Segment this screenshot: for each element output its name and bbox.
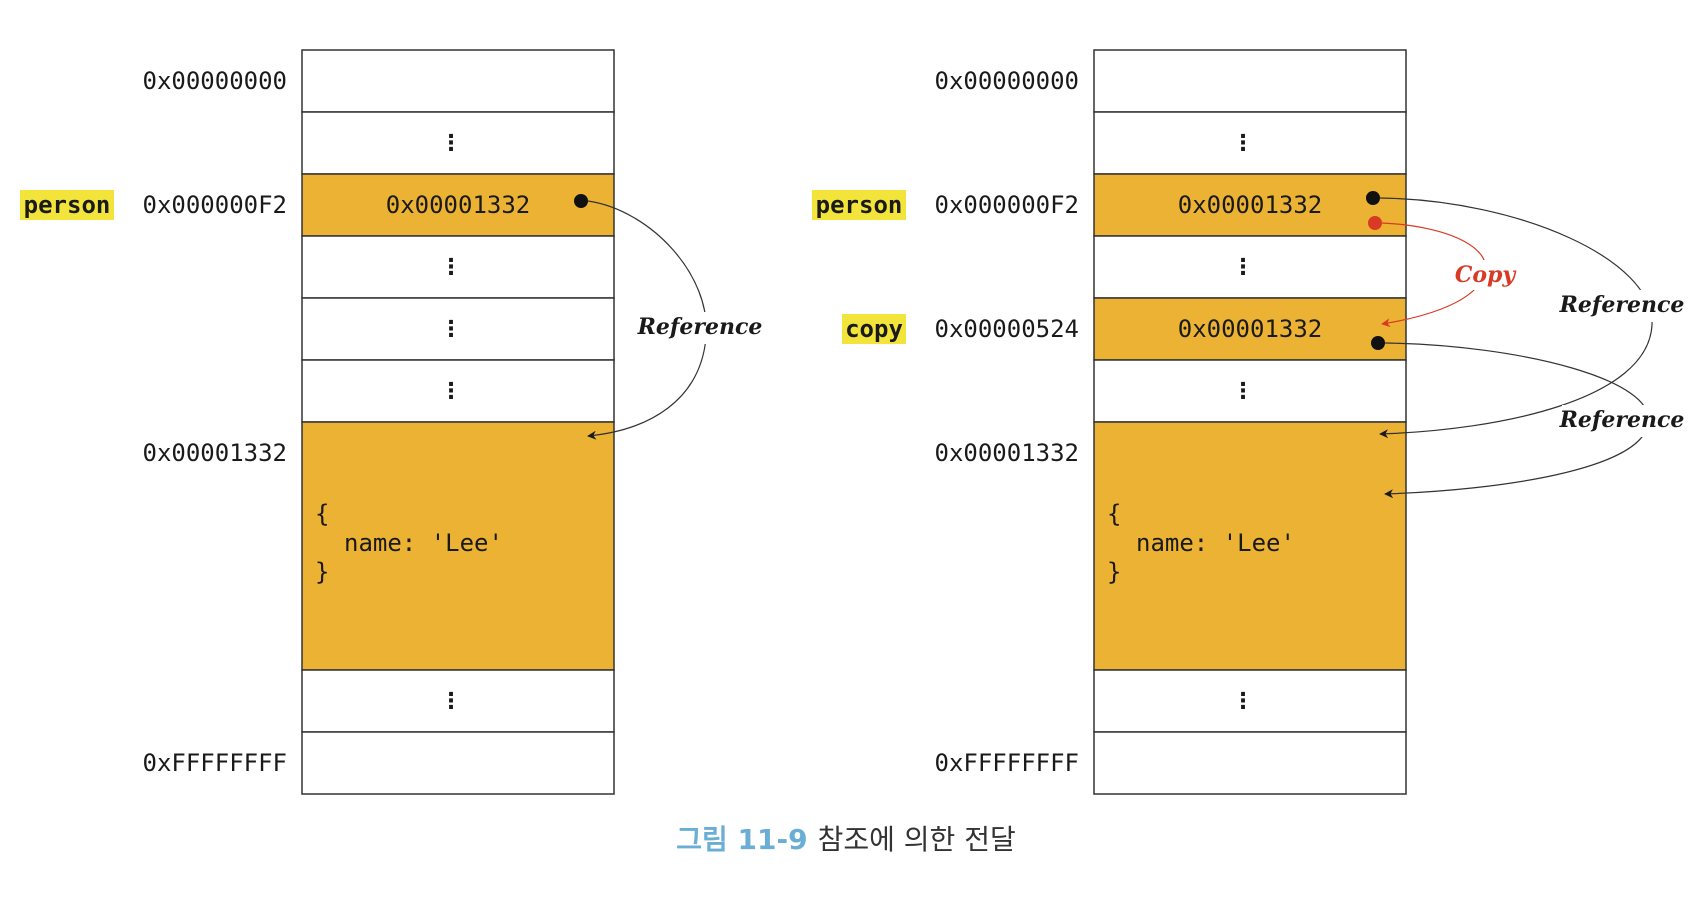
figure-number: 그림 11-9 [676, 823, 808, 856]
address-label-object: 0x00001332 [935, 439, 1080, 467]
copy-source-dot [1368, 216, 1382, 230]
cell-value-person: 0x00001332 [1178, 191, 1323, 219]
ellipsis-dots: ⋮ [440, 255, 462, 280]
figure-title: 참조에 의한 전달 [817, 823, 1016, 856]
address-label-person: 0x000000F2 [935, 191, 1080, 219]
ellipsis-dots: ⋮ [1232, 689, 1254, 714]
ellipsis-dots: ⋮ [1232, 255, 1254, 280]
variable-name-copy: copy [845, 315, 903, 343]
address-label-object: 0x00001332 [143, 439, 288, 467]
address-label-start: 0x00000000 [935, 67, 1080, 95]
ellipsis-dots: ⋮ [440, 379, 462, 404]
address-label-start: 0x00000000 [143, 67, 288, 95]
object-code-close: } [1107, 558, 1121, 586]
memory-cell-gap [1093, 235, 1407, 299]
ellipsis-dots: ⋮ [440, 317, 462, 342]
reference-label: Reference [637, 314, 763, 340]
ellipsis-dots: ⋮ [440, 689, 462, 714]
address-label-copy: 0x00000524 [935, 315, 1080, 343]
variable-name-person: person [24, 191, 111, 219]
variable-highlight [812, 190, 906, 220]
memory-cell-gap [301, 111, 615, 175]
memory-cell-object [1093, 421, 1407, 671]
memory-cell-gap [301, 235, 615, 299]
address-label-person: 0x000000F2 [143, 191, 288, 219]
memory-cell-end [301, 731, 615, 795]
memory-cell-gap [1093, 111, 1407, 175]
variable-name-person: person [816, 191, 903, 219]
reference-label-copy: Reference [1559, 407, 1685, 433]
memory-cell-end [1093, 731, 1407, 795]
ellipsis-dots: ⋮ [440, 131, 462, 156]
figure-caption: 그림 11-9 참조에 의한 전달 [0, 818, 1692, 858]
ellipsis-dots: ⋮ [1232, 379, 1254, 404]
reference-label-person: Reference [1559, 292, 1685, 318]
ellipsis-dots: ⋮ [1232, 131, 1254, 156]
object-code-body: name: 'Lee' [344, 529, 503, 557]
address-label-end: 0xFFFFFFFF [935, 749, 1080, 777]
reference-arrow-person [1379, 197, 1653, 439]
cell-value-person: 0x00001332 [386, 191, 531, 219]
variable-highlight [20, 190, 114, 220]
memory-cell-start [1093, 49, 1407, 113]
object-code-open: { [1107, 500, 1121, 528]
pointer-dot [1366, 191, 1380, 205]
object-code-body: name: 'Lee' [1136, 529, 1295, 557]
memory-cell-object [301, 421, 615, 671]
right-memory-panel: ⋮ ⋮ ⋮ ⋮ 0x00000000 0x000000F2 0x00000524… [812, 49, 1686, 795]
left-memory-panel: ⋮ ⋮ ⋮ ⋮ ⋮ 0x00000000 0x000000F2 0x000013… [20, 49, 763, 795]
memory-cell-gap [1093, 669, 1407, 733]
cell-value-copy: 0x00001332 [1178, 315, 1323, 343]
memory-cell-start [301, 49, 615, 113]
address-label-end: 0xFFFFFFFF [143, 749, 288, 777]
pointer-dot [1371, 336, 1385, 350]
memory-cell-gap [301, 297, 615, 361]
variable-highlight [842, 314, 906, 344]
object-code-open: { [315, 500, 329, 528]
memory-cell-gap [1093, 359, 1407, 423]
copy-label: Copy [1455, 262, 1518, 288]
memory-cell-person [301, 173, 615, 237]
memory-cell-copy [1093, 297, 1407, 361]
pointer-dot [574, 194, 588, 208]
object-code-close: } [315, 558, 329, 586]
